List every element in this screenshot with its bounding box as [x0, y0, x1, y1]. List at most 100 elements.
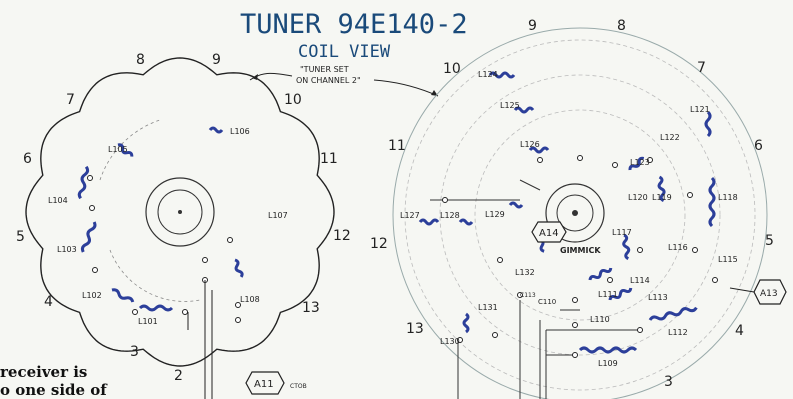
coil-label-l125: L125 [500, 101, 520, 110]
right-hub-outer [545, 183, 605, 243]
note-line-2: ON CHANNEL 2" [296, 76, 361, 85]
marker-a14: A14 [531, 221, 567, 243]
coil-label-l131: L131 [478, 303, 498, 312]
left-hub-inner [157, 189, 203, 235]
coil-label-l122: L122 [660, 133, 680, 142]
coil-label-l118: L118 [718, 193, 738, 202]
note-arrow-right [431, 90, 438, 96]
coil-label-l132: L132 [515, 268, 535, 277]
coil-label-l124: L124 [478, 70, 498, 79]
coil-label-l112: L112 [668, 328, 688, 337]
right-wiring [430, 179, 640, 399]
left-dashed-arc-2 [109, 249, 201, 302]
right-channel-3: 3 [664, 374, 673, 390]
left-disc-outline [25, 57, 335, 367]
coil-label-l111: L111 [598, 290, 618, 299]
coil-label-l105: L105 [108, 145, 128, 154]
right-hub-inner [556, 194, 594, 232]
left-channel-2: 2 [174, 368, 183, 384]
right-channel-5: 5 [765, 233, 774, 249]
coil-label-l117: L117 [612, 228, 632, 237]
left-channel-8: 8 [136, 52, 145, 68]
svg-text:A13: A13 [760, 289, 778, 299]
left-channel-10: 10 [284, 92, 302, 108]
coil-label-l104: L104 [48, 196, 68, 205]
right-channel-10: 10 [443, 61, 461, 77]
coil-label-l103: L103 [57, 245, 77, 254]
left-coil-labels: L105 L106 L104 L107 L103 L102 L101 L108 [48, 127, 288, 326]
caption-line-1: receiver is [0, 363, 87, 381]
right-channel-11: 11 [388, 138, 406, 154]
svg-text:A11: A11 [254, 379, 274, 390]
marker-a11: A11 [245, 371, 285, 395]
cto-label: CTOB [290, 383, 307, 390]
marker-a13: A13 [753, 279, 787, 305]
coil-spring-l105 [117, 143, 134, 157]
coil-label-l127: L127 [400, 211, 420, 220]
coil-spring-l102 [111, 288, 135, 303]
coil-spring-l101 [138, 304, 174, 312]
coil-label-l129: L129 [485, 210, 505, 219]
coil-label-l113: L113 [648, 293, 668, 302]
left-channel-9: 9 [212, 52, 221, 68]
coil-label-l102: L102 [82, 291, 102, 300]
coil-label-l109: L109 [598, 359, 618, 368]
right-channel-6: 6 [754, 138, 763, 154]
right-coil-springs [418, 71, 716, 354]
coil-label-l128: L128 [440, 211, 460, 220]
svg-text:A14: A14 [539, 228, 559, 239]
coil-label-l123: L123 [630, 158, 650, 167]
right-channel-13: 13 [406, 321, 424, 337]
left-hub-center [178, 210, 182, 214]
coil-label-l121: L121 [690, 105, 710, 114]
note-leader-right [373, 79, 439, 97]
right-disc-ring-2 [439, 74, 721, 356]
right-disc-ring [404, 39, 756, 391]
note-line-1: "TUNER SET [300, 65, 349, 74]
coil-spring-l103 [80, 221, 97, 253]
right-channel-labels: 9 8 10 7 11 6 12 5 13 4 3 [370, 18, 774, 390]
diagram-title: TUNER 94E140-2 [240, 9, 468, 40]
right-hub-center [572, 210, 578, 216]
coil-label-l126: L126 [520, 140, 540, 149]
a13-leader [729, 287, 755, 293]
right-coil-labels: L124 L125 L126 L121 L122 L123 L127 L128 … [400, 70, 738, 368]
coil-label-l120: L120 [628, 193, 648, 202]
right-channel-4: 4 [735, 323, 744, 339]
right-disc-ring-3 [474, 109, 686, 321]
c110-label: C110 [538, 298, 556, 306]
coil-label-l116: L116 [668, 243, 688, 252]
coil-label-l115: L115 [718, 255, 738, 264]
right-channel-9: 9 [528, 18, 537, 34]
left-channel-12: 12 [333, 228, 351, 244]
coil-label-l108: L108 [240, 295, 260, 304]
left-turret-disc: 8 9 10 11 12 13 2 3 4 5 6 7 L105 L106 L1… [16, 52, 351, 399]
left-channel-3: 3 [130, 344, 139, 360]
coil-label-l107: L107 [268, 211, 288, 220]
left-channel-7: 7 [66, 92, 75, 108]
c113-label: C113 [520, 292, 536, 299]
diagram-subtitle: COIL VIEW [298, 42, 391, 62]
left-channel-6: 6 [23, 151, 32, 167]
right-channel-12: 12 [370, 236, 388, 252]
left-channel-4: 4 [44, 294, 53, 310]
right-disc-outer [392, 27, 768, 399]
left-channel-11: 11 [320, 151, 338, 167]
right-channel-8: 8 [617, 18, 626, 34]
right-turret-disc: 9 8 10 7 11 6 12 5 13 4 3 L124 L125 L126… [245, 18, 787, 399]
coil-label-l101: L101 [138, 317, 158, 326]
coil-spring-l104 [77, 165, 90, 200]
right-terminals [442, 155, 718, 358]
coil-spring-l106 [208, 126, 224, 134]
coil-label-l130: L130 [440, 337, 460, 346]
gimmick-label: GIMMICK [560, 246, 601, 255]
left-channel-13: 13 [302, 300, 320, 316]
coil-spring-l108 [234, 258, 244, 278]
left-dashed-arc [99, 119, 161, 181]
caption-line-2: o one side of [0, 381, 108, 399]
left-hub-outer [145, 177, 215, 247]
coil-label-l114: L114 [630, 276, 650, 285]
coil-label-l110: L110 [590, 315, 610, 324]
